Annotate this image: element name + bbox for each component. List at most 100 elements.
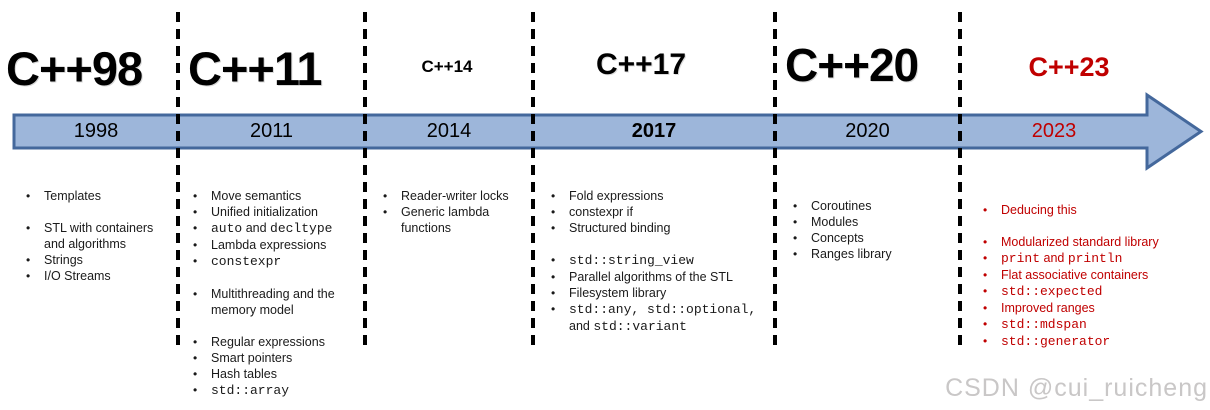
feature-text: Flat associative containers	[1001, 268, 1149, 282]
feature-text: std::expected	[1001, 284, 1103, 299]
feature-text: Fold expressions	[569, 189, 664, 203]
divider-dashed-3	[531, 12, 535, 350]
title-cpp20: C++20	[785, 39, 919, 91]
bullet-icon: •	[26, 221, 31, 235]
bullet-icon: •	[983, 284, 988, 298]
bullet-icon: •	[551, 253, 556, 267]
title-cpp17: C++17	[595, 48, 687, 81]
feature-item: • Reader-writer locks	[383, 188, 529, 204]
feature-item: •Concepts	[793, 230, 953, 246]
bullet-icon: •	[793, 215, 798, 229]
year-2017: 2017	[631, 120, 677, 142]
bullet-icon: •	[193, 351, 198, 365]
feature-text: Generic lambda functions	[401, 205, 490, 235]
feature-item: • std::any, std::optional, and std::varia…	[551, 301, 765, 335]
feature-text: Modularized standard library	[1001, 235, 1159, 249]
bullet-icon: •	[26, 269, 31, 283]
feature-item: • Structured binding	[551, 220, 765, 236]
feature-text: Improved ranges	[1001, 301, 1095, 315]
feature-item: • auto and decltype	[193, 220, 359, 237]
bullet-icon: •	[193, 221, 198, 235]
feature-text: Structured binding	[569, 221, 671, 235]
feature-text: Deducing this	[1001, 203, 1077, 217]
feature-text: Templates	[44, 189, 101, 203]
title-cpp11: C++11	[188, 42, 323, 95]
divider-dashed-2	[363, 12, 367, 350]
feature-item: •std::string_view	[551, 252, 765, 269]
feature-text: Smart pointers	[211, 351, 293, 365]
divider-dashed-5	[958, 12, 962, 350]
feature-item: • Coroutines	[793, 198, 953, 214]
feature-text: std::mdspan	[1001, 317, 1087, 332]
feature-item: • Modules	[793, 214, 953, 230]
feature-item: • Filesystem library	[551, 285, 765, 301]
feature-item: • Flat associative containers	[983, 267, 1205, 283]
title-cpp23: C++23	[1028, 52, 1110, 82]
feature-item: • Ranges library	[793, 246, 953, 262]
feature-item: • STL with containers and algorithms	[26, 220, 176, 252]
year-2014: 2014	[426, 120, 472, 142]
year-2011: 2011	[249, 120, 293, 142]
bullet-icon: •	[983, 334, 988, 348]
feature-text: Filesystem library	[569, 286, 667, 300]
feature-item: •Move semantics	[193, 188, 359, 204]
title-cpp14: C++14	[421, 57, 473, 76]
feature-text: constexpr	[211, 254, 282, 269]
feature-text: auto and decltype	[211, 221, 333, 236]
bullet-icon: •	[193, 287, 198, 301]
feature-item: •Unified initialization	[193, 204, 359, 220]
bullet-icon: •	[983, 203, 988, 217]
feature-text: Ranges library	[811, 247, 892, 261]
timeline-arrow	[12, 92, 1204, 171]
bullet-icon: •	[551, 286, 556, 300]
feature-item: • Modularized standard library	[983, 234, 1205, 250]
feature-text: Parallel algorithms of the STL	[569, 270, 733, 284]
title-cpp98: C++98	[6, 42, 143, 95]
feature-text: std::generator	[1001, 334, 1111, 349]
feature-item: • Smart pointers	[193, 350, 359, 366]
bullet-icon: •	[383, 189, 388, 203]
feature-text: Modules	[811, 215, 859, 229]
bullet-icon: •	[551, 221, 556, 235]
features-cpp14: • Reader-writer locks • Generic lambda func…	[383, 188, 529, 236]
feature-item: • std::expected	[983, 283, 1205, 300]
bullet-icon: •	[983, 235, 988, 249]
feature-item: • Templates	[26, 188, 176, 204]
feature-item: •Regular expressions	[193, 334, 359, 350]
bullet-icon: •	[983, 317, 988, 331]
feature-item: • Parallel algorithms of the STL	[551, 269, 765, 285]
bullet-icon: •	[551, 205, 556, 219]
bullet-icon: •	[983, 301, 988, 315]
bullet-icon: •	[793, 247, 798, 261]
features-cpp23: • Deducing this • Modularized standard libr…	[983, 202, 1205, 350]
bullet-icon: •	[193, 254, 198, 268]
feature-text: STL with containers and algorithms	[44, 221, 154, 251]
features-cpp98: • Templates • STL with containers and algor…	[26, 188, 176, 284]
feature-item: • std::mdspan	[983, 316, 1205, 333]
feature-text: I/O Streams	[44, 269, 111, 283]
bullet-icon: •	[793, 199, 798, 213]
feature-text: Multithreading and the memory model	[211, 287, 335, 317]
feature-item: • Multithreading and the memory model	[193, 286, 359, 318]
bullet-icon: •	[551, 302, 556, 316]
bullet-icon: •	[26, 253, 31, 267]
bullet-icon: •	[983, 268, 988, 282]
divider-dashed-4	[773, 12, 777, 350]
bullet-icon: •	[793, 231, 798, 245]
feature-item: • Improved ranges	[983, 300, 1205, 316]
feature-text: print and println	[1001, 251, 1123, 266]
bullet-icon: •	[193, 238, 198, 252]
bullet-icon: •	[383, 205, 388, 219]
feature-text: std::any, std::optional, and std::varian…	[569, 302, 757, 334]
watermark: CSDN @cui_ruicheng	[945, 374, 1208, 402]
timeline-arrow-shape	[12, 92, 1204, 171]
feature-text: Reader-writer locks	[401, 189, 509, 203]
bullet-icon: •	[551, 270, 556, 284]
bullet-icon: •	[193, 189, 198, 203]
feature-text: std::array	[211, 383, 290, 398]
features-cpp17: •Fold expressions•constexpr if•Structure…	[551, 188, 765, 335]
bullet-icon: •	[193, 367, 198, 381]
bullet-icon: •	[26, 189, 31, 203]
feature-text: Coroutines	[811, 199, 872, 213]
feature-item: •std::array	[193, 382, 359, 399]
